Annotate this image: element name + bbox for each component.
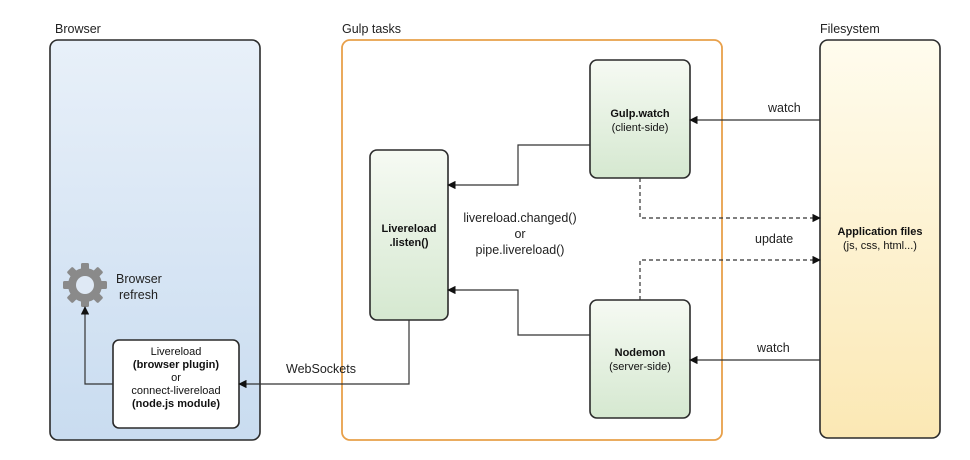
livereload-listen-node	[369, 149, 449, 321]
gear-icon	[63, 263, 107, 307]
changed-label-line2: or	[514, 227, 525, 241]
livereload-listen-line2: .listen()	[389, 237, 428, 249]
gulp-tasks-group-label: Gulp tasks	[342, 22, 401, 36]
update-label: update	[755, 232, 793, 246]
nodemon-title: Nodemon	[615, 347, 666, 359]
watch-label-bottom: watch	[756, 341, 790, 355]
browser-group-label: Browser	[55, 22, 101, 36]
changed-label-line1: livereload.changed()	[463, 211, 576, 225]
browser-refresh-line2: refresh	[119, 288, 158, 302]
client-plugin-line4: connect-livereload	[131, 385, 220, 397]
client-plugin-line5: (node.js module)	[132, 398, 220, 410]
websockets-label: WebSockets	[286, 362, 356, 376]
nodemon-node	[589, 299, 691, 419]
filesystem-group-label: Filesystem	[820, 22, 880, 36]
filesystem-container	[819, 39, 941, 439]
browser-refresh-line1: Browser	[116, 272, 162, 286]
watch-label-top: watch	[767, 101, 801, 115]
refresh-edge	[80, 306, 113, 385]
gulp-watch-title: Gulp.watch	[610, 108, 670, 120]
nodemon-subtitle: (server-side)	[609, 361, 671, 373]
gulp-watch-subtitle: (client-side)	[612, 122, 669, 134]
client-plugin-line3: or	[171, 372, 181, 384]
changed-edge-top	[447, 144, 590, 190]
app-files-subtitle: (js, css, html...)	[843, 240, 917, 252]
app-files-title: Application files	[838, 226, 923, 238]
livereload-listen-line1: Livereload	[381, 223, 436, 235]
changed-edge-bottom	[447, 285, 590, 336]
client-plugin-line2: (browser plugin)	[133, 359, 220, 371]
changed-label-line3: pipe.livereload()	[476, 243, 565, 257]
client-plugin-line1: Livereload	[151, 346, 202, 358]
websockets-edge	[238, 320, 410, 389]
